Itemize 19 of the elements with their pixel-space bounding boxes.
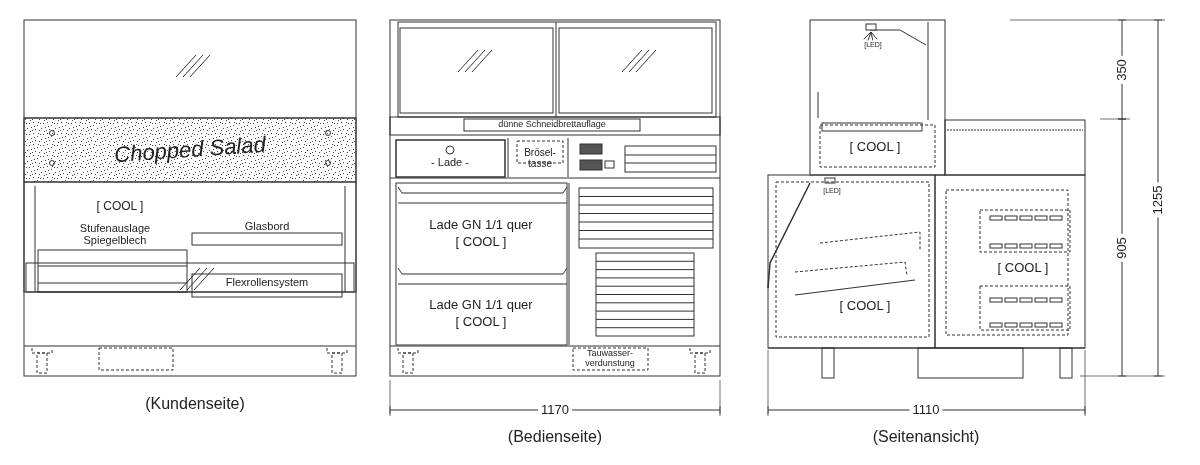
- part-label: [ COOL ]: [96, 200, 144, 214]
- part-label: Flexrollensystem: [225, 275, 309, 289]
- part-label: Tauwasser- verdunstung: [584, 349, 636, 369]
- part-label: [ COOL ]: [839, 298, 891, 314]
- part-label: dünne Schneidbrettauflage: [498, 120, 606, 130]
- part-label: [ COOL ]: [455, 314, 507, 330]
- part-label: Stufenauslage Spiegelblech: [78, 221, 152, 247]
- view-caption: (Kundenseite): [145, 395, 245, 413]
- part-label: Glasbord: [244, 219, 290, 233]
- view-caption: (Bedienseite): [507, 428, 603, 446]
- part-label: - Lade -: [431, 155, 469, 169]
- sign-text: Chopped Salad: [113, 132, 267, 168]
- part-label: Lade GN 1/1 quer: [429, 297, 533, 313]
- view-caption: (Seitenansicht): [872, 428, 980, 446]
- part-label: Lade GN 1/1 quer: [429, 217, 533, 233]
- part-label: [ COOL ]: [849, 139, 901, 155]
- part-label: [ COOL ]: [997, 260, 1049, 276]
- part-label: [ COOL ]: [455, 234, 507, 250]
- part-label: Brösel- tasse: [523, 147, 557, 169]
